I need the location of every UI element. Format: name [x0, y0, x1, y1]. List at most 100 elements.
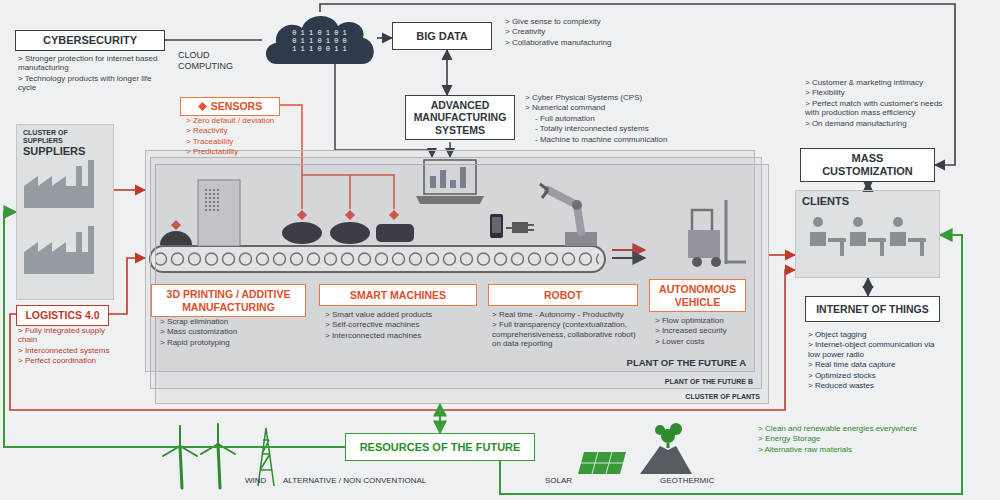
node-text: ROBOT [544, 289, 582, 301]
diamond-bullet [198, 102, 207, 111]
node-text: SENSORS [211, 100, 262, 112]
bullet-text: > Interconnected systems [18, 346, 113, 355]
node-text: SMART MACHINES [350, 289, 446, 301]
bullet-text: > Reactivity [186, 126, 298, 135]
node-text: CLUSTER OF PLANTS [685, 393, 760, 401]
bullet-text: > Full transparency (contextualization, … [492, 320, 640, 348]
bullet-text: > Numerical command [525, 103, 695, 112]
connector [446, 50, 448, 95]
bullet-text: > Fully integrated supply chain [18, 326, 113, 345]
heading-box: ADVANCED MANUFACTURING SYSTEMS [405, 95, 515, 140]
bullet-text: - Totally interconnected systems [525, 124, 695, 133]
wind-turbine [180, 446, 182, 488]
heading-box: AUTONOMOUS VEHICLE [649, 279, 746, 312]
bullet-text: > Flexibility [805, 88, 945, 97]
node-text: MASS CUSTOMIZATION [806, 152, 929, 177]
bullet-text: > Smart value added products [325, 310, 475, 319]
connector [165, 39, 262, 41]
cluster-panel: CLUSTER OF SUPPLIERSSUPPLIERS [16, 124, 114, 300]
bullet-text: > Customer & marketing intimacy [805, 78, 945, 87]
connector [377, 37, 392, 39]
bullet-text: > Alternative raw materials [758, 445, 950, 454]
wind-turbine [163, 426, 197, 456]
node-text: BIG DATA [416, 30, 468, 43]
bullet-text: > Mass customization [160, 327, 300, 336]
node-text: CLIENTS [802, 195, 849, 208]
bullet-text: > Perfect coordination [18, 356, 113, 365]
bullet-text: > Object tagging [808, 330, 948, 339]
wind-turbine [163, 424, 235, 488]
wind-turbine [201, 424, 235, 454]
bullet-text: - Machine to machine communication [525, 135, 695, 144]
node-text: ADVANCED MANUFACTURING SYSTEMS [411, 99, 509, 135]
heading-box: INTERNET OF THINGS [805, 296, 940, 322]
clients-panel: CLIENTS [795, 190, 940, 278]
bullet-text: > Zero default / deviation [186, 116, 298, 125]
bullet-text: > Give sense to complexity [505, 17, 675, 26]
heading-box: RESOURCES OF THE FUTURE [345, 433, 535, 461]
bullet-text: - Full automation [525, 114, 695, 123]
node-text: CLUSTER OF SUPPLIERS [23, 129, 107, 145]
node-text: PLANT OF THE FUTURE A [627, 358, 746, 369]
bullet-text: > Increased security [655, 326, 750, 335]
geothermal-icon [640, 446, 692, 474]
heading-box: CYBERSECURITY [15, 30, 165, 51]
heading-box: LOGISTICS 4.0 [16, 305, 109, 326]
bullet-text: > Traceability [186, 137, 298, 146]
bullet-text: ALTERNATIVE / NON CONVENTIONAL [283, 476, 453, 485]
connector [114, 189, 145, 191]
bullet-text: > Stronger protection for internet based… [18, 54, 168, 73]
solar-panel [578, 452, 626, 474]
bullet-text: > Energy Storage [758, 434, 950, 443]
bullet-text: > Real time - Autonomy - Productivity [492, 310, 640, 319]
connector [320, 4, 955, 165]
heading-box: ROBOT [488, 284, 638, 306]
bullet-text: WIND [245, 476, 285, 485]
bullet-text: > Cyber Physical Systems (CPS) [525, 93, 695, 102]
heading-box: SMART MACHINES [319, 284, 477, 306]
bullet-text: > On demand manufacturing [805, 119, 945, 128]
geothermal-icon [640, 423, 692, 474]
bullet-text: SOLAR [545, 476, 585, 485]
bullet-text: > Technology products with longer life c… [18, 74, 168, 93]
bullet-text: > Interconnected machines [325, 331, 475, 340]
node-text: CYBERSECURITY [43, 34, 137, 47]
node-text: 3D PRINTING / ADDITIVE MANUFACTURING [157, 288, 300, 312]
geothermal-icon [667, 443, 670, 448]
bullet-text: > Lower costs [655, 337, 750, 346]
heading-box: MASS CUSTOMIZATION [800, 148, 935, 182]
geothermal-icon [670, 423, 682, 435]
connector [769, 254, 795, 256]
bullet-text: > Scrap elimination [160, 317, 300, 326]
cloud-shape [266, 16, 374, 64]
connector [867, 278, 869, 296]
node-text: SUPPLIERS [23, 145, 85, 158]
node-text: LOGISTICS 4.0 [25, 309, 99, 321]
node-text: AUTONOMOUS VEHICLE [655, 283, 740, 307]
node-text: RESOURCES OF THE FUTURE [360, 441, 521, 454]
cloud-shape: 0 1 1 0 1 0 1 0 1 1 0 1 0 0 1 1 1 0 0 1 … [262, 12, 377, 64]
bullet-text: > Rapid prototyping [160, 338, 300, 347]
bullet-text: > Clean and renewable energies everywher… [758, 424, 950, 433]
wind-turbine [218, 444, 220, 488]
heading-box: BIG DATA [392, 22, 492, 50]
bullet-text: > Predictability [186, 147, 298, 156]
bullet-text: > Collaborative manufacturing [505, 38, 675, 47]
connector [109, 258, 145, 314]
heading-box: SENSORS [180, 97, 280, 116]
node-text: 0 1 1 0 1 0 1 0 1 1 0 1 0 0 1 1 1 0 0 1 … [289, 23, 351, 53]
solar-panel [581, 452, 623, 474]
geothermal-icon [655, 425, 665, 435]
diamond-bullet [198, 102, 207, 111]
connector [439, 404, 441, 433]
bullet-text: > Creativity [505, 27, 675, 36]
bullet-text: > Reduced wastes [808, 381, 948, 390]
connector [867, 182, 869, 190]
bullet-text: GEOTHERMIC [660, 476, 730, 485]
bullet-text: > Perfect match with customer's needs wi… [805, 99, 945, 118]
node-text: INTERNET OF THINGS [816, 303, 929, 315]
node-text: PLANT OF THE FUTURE B [665, 378, 753, 386]
bullet-text: CLOUD COMPUTING [178, 50, 262, 71]
bullet-text: > Self-corrective machines [325, 320, 475, 329]
